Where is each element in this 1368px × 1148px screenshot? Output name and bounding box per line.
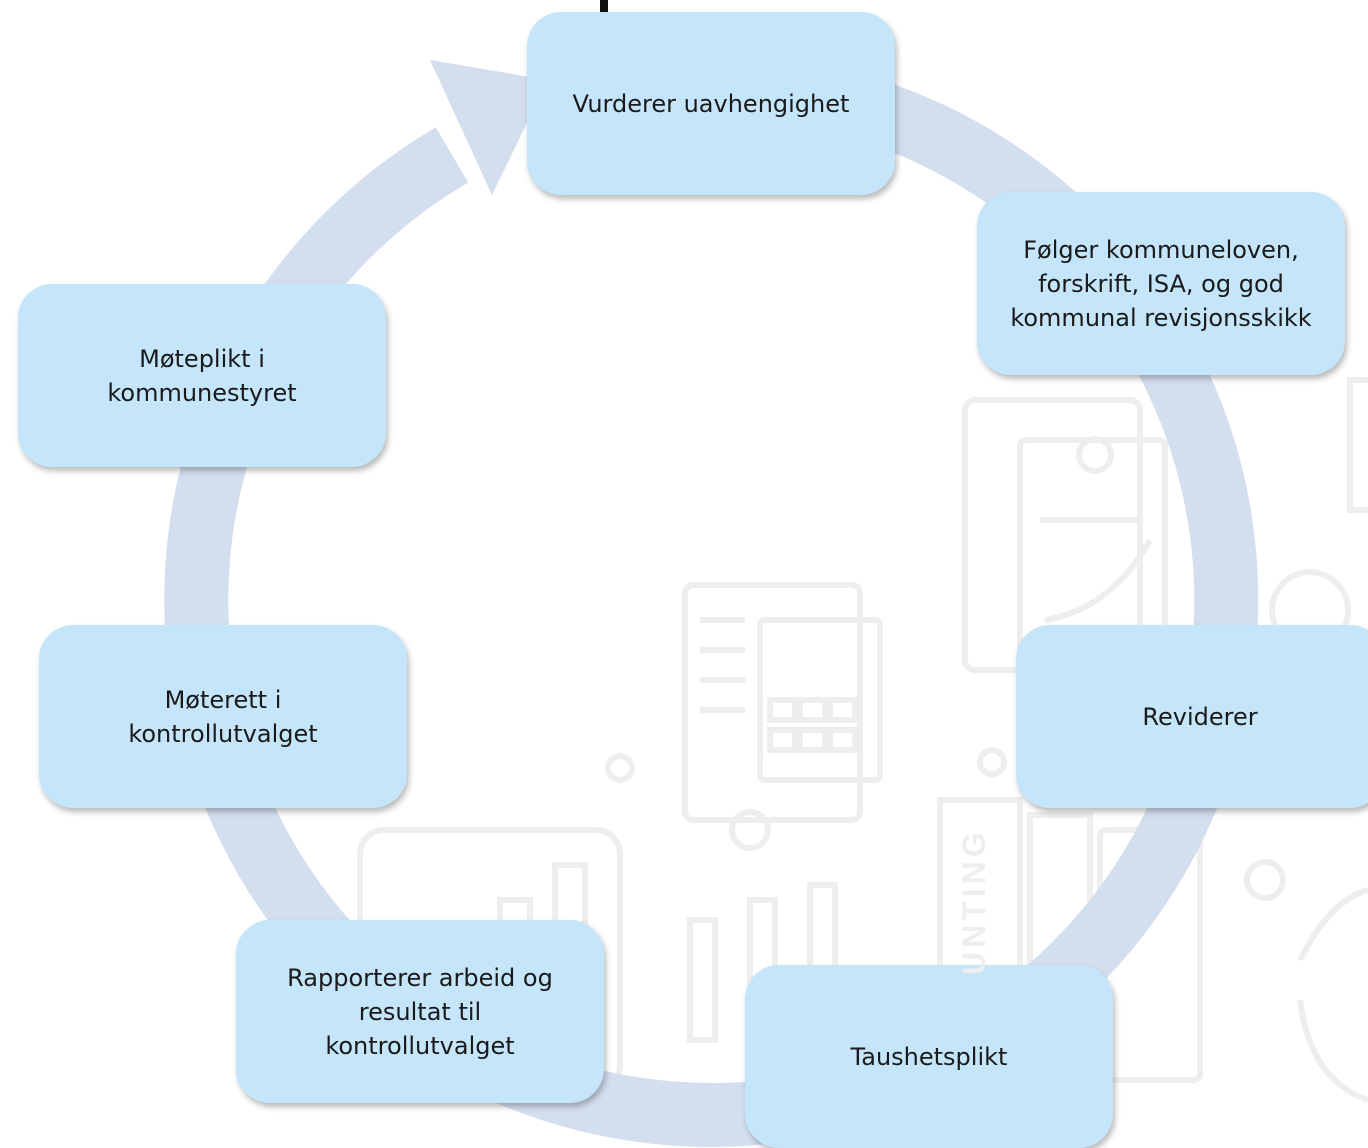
- cycle-node-folger-kommuneloven: Følger kommuneloven, forskrift, ISA, og …: [977, 192, 1345, 375]
- cycle-node-taushetsplikt: Taushetsplikt: [745, 965, 1113, 1148]
- cycle-node-moteplikt: Møteplikt i kommunestyret: [18, 284, 386, 467]
- cycle-node-rapporterer: Rapporterer arbeid og resultat til kontr…: [236, 920, 604, 1103]
- cycle-node-moterett: Møterett i kontrollutvalget: [39, 625, 407, 808]
- cycle-node-reviderer: Reviderer: [1016, 625, 1368, 808]
- cycle-node-vurderer-uavhengighet: Vurderer uavhengighet: [527, 12, 895, 195]
- cycle-arrowhead: [430, 60, 548, 195]
